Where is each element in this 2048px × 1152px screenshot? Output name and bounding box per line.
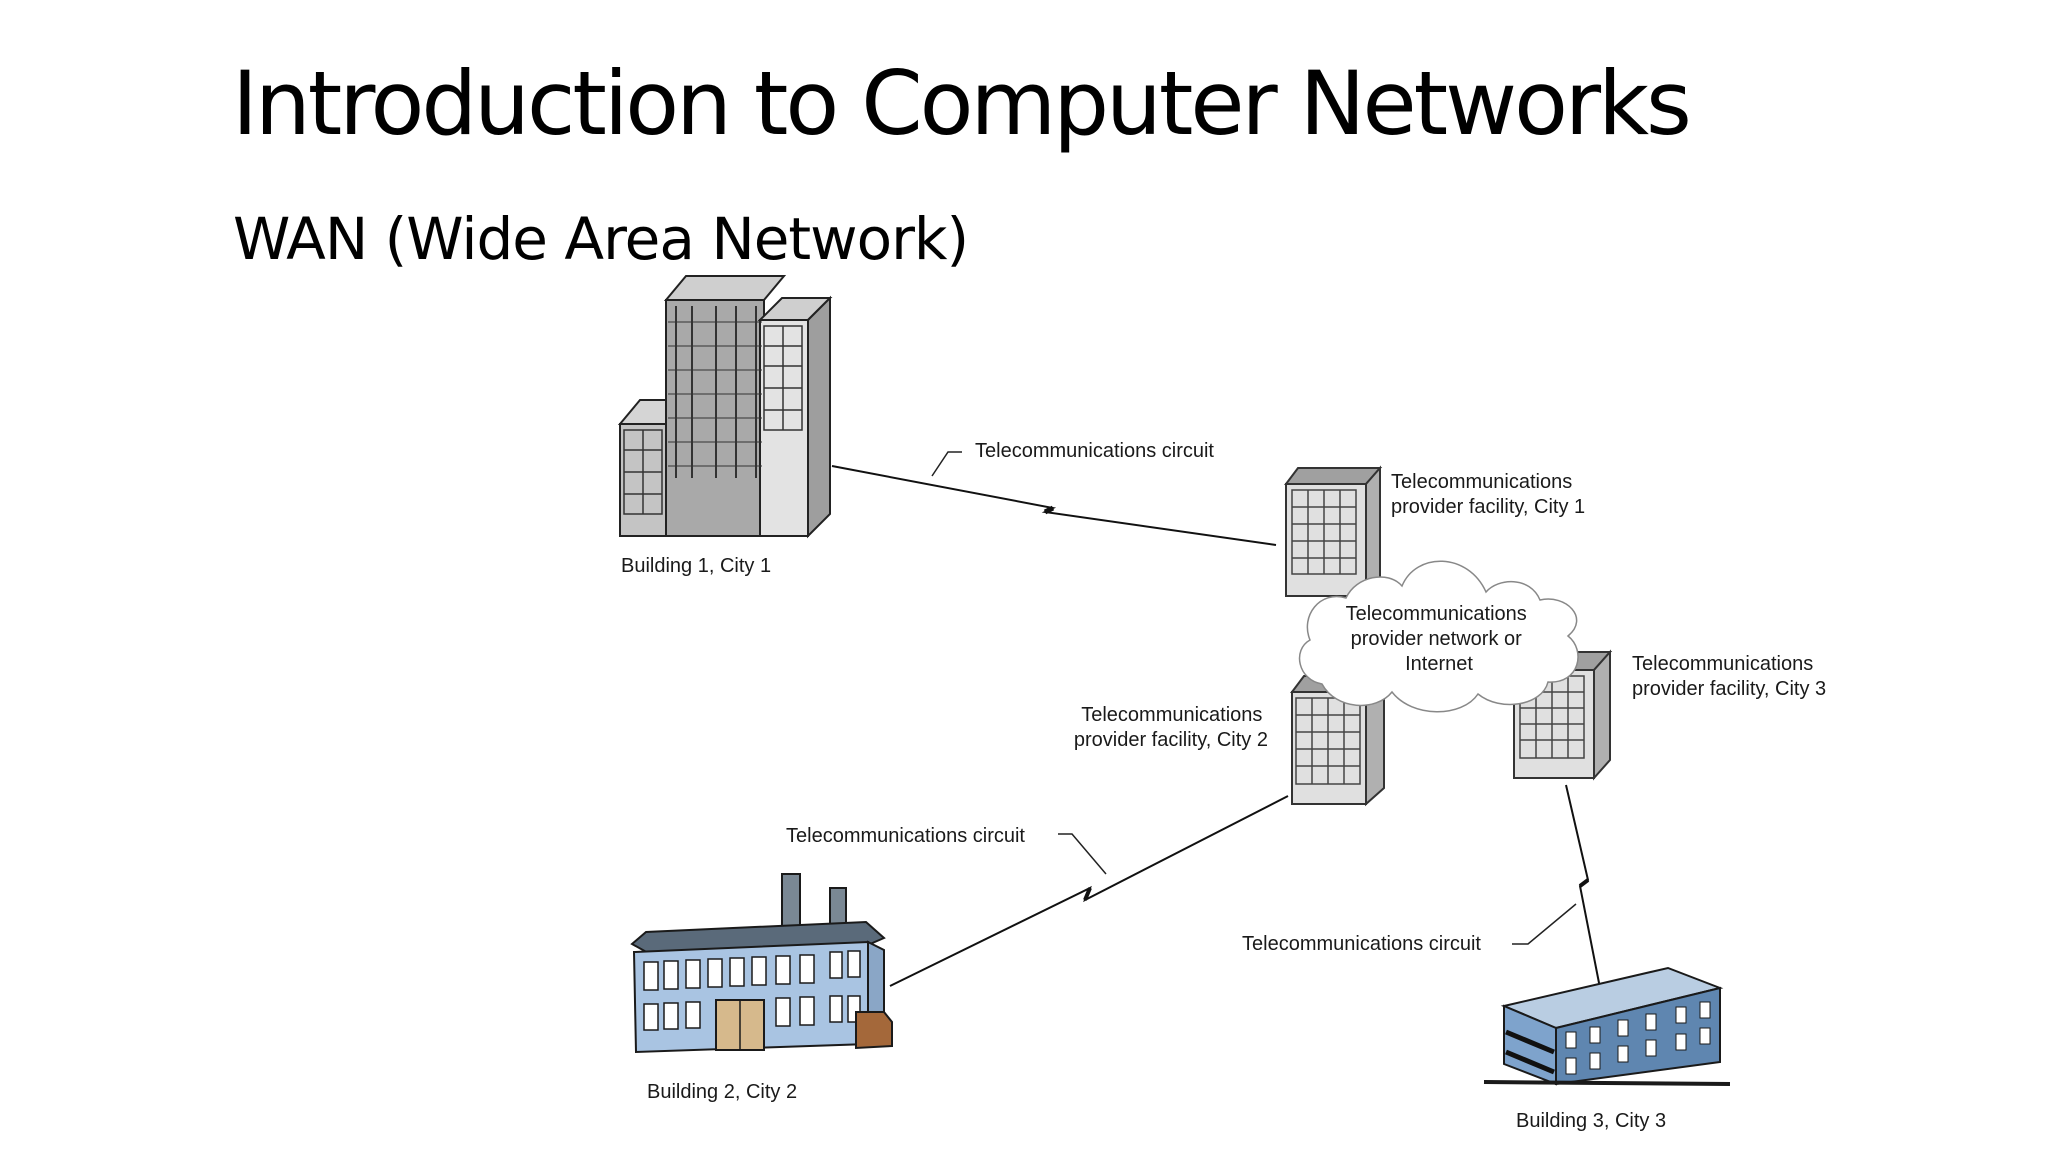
facility-1-label-line1: Telecommunications <box>1391 471 1572 493</box>
cloud-icon <box>1298 560 1579 713</box>
circuit-label-3: Telecommunications circuit <box>1242 933 1481 955</box>
slide-subtitle: WAN (Wide Area Network) <box>233 205 969 273</box>
facility-2-label-line1: Telecommunications <box>1081 704 1262 726</box>
facility-3-icon <box>1511 649 1613 781</box>
cloud-label: Telecommunications provider network or I… <box>1346 603 1533 675</box>
building-1-label: Building 1, City 1 <box>621 555 771 577</box>
circuit-label-1: Telecommunications circuit <box>975 440 1214 462</box>
circuit-label-3-leader <box>1512 903 1577 945</box>
circuit-line-3 <box>1565 784 1601 989</box>
circuit-label-2: Telecommunications circuit <box>786 825 1025 847</box>
building-2-icon <box>630 873 893 1054</box>
facility-2-icon <box>1290 673 1385 807</box>
facility-1-label: Telecommunications provider facility, Ci… <box>1391 471 1585 518</box>
circuit-line-2 <box>889 795 1289 987</box>
building-3-icon <box>1483 966 1731 1086</box>
slide-title: Introduction to Computer Networks <box>232 52 1692 155</box>
cloud-label-line1: Telecommunications <box>1346 603 1527 625</box>
building-1-icon <box>617 275 833 539</box>
facility-3-label-line2: provider facility, City 3 <box>1632 678 1826 700</box>
cloud-label-line3: Internet <box>1405 653 1473 675</box>
facility-2-label: Telecommunications provider facility, Ci… <box>1074 704 1268 751</box>
circuit-label-2-leader <box>1058 833 1107 875</box>
facility-1-label-line2: provider facility, City 1 <box>1391 496 1585 518</box>
facility-1-icon <box>1284 465 1383 599</box>
building-3-label: Building 3, City 3 <box>1516 1110 1666 1132</box>
facility-3-label: Telecommunications provider facility, Ci… <box>1632 653 1826 700</box>
facility-2-label-line2: provider facility, City 2 <box>1074 729 1268 751</box>
circuit-line-1 <box>831 465 1277 546</box>
circuit-label-1-leader <box>931 451 962 477</box>
facility-3-label-line1: Telecommunications <box>1632 653 1813 675</box>
cloud-label-line2: provider network or <box>1351 628 1523 650</box>
building-2-label: Building 2, City 2 <box>647 1081 797 1103</box>
